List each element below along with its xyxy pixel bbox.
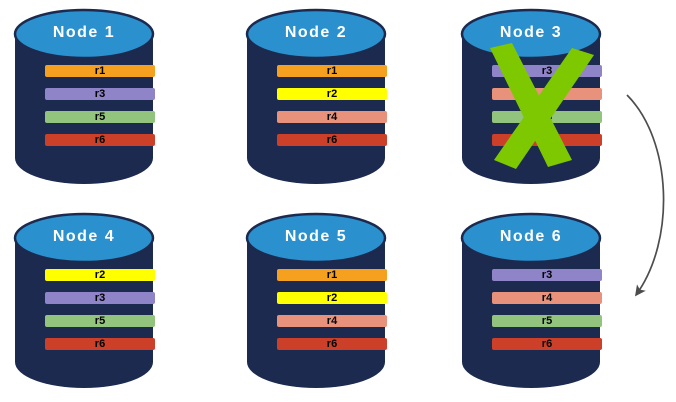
- replica-bar-label: r4: [326, 315, 338, 327]
- replica-bar-label: r6: [94, 134, 106, 146]
- replica-bar[interactable]: r1: [277, 65, 387, 77]
- replica-bar[interactable]: r5: [492, 315, 602, 327]
- replica-bar-label: r1: [326, 269, 338, 281]
- replica-bar[interactable]: r5: [45, 111, 155, 123]
- replica-bar-label: r5: [541, 315, 553, 327]
- replica-bar[interactable]: r6: [45, 134, 155, 146]
- replica-bar-label: r2: [326, 88, 338, 100]
- replica-bar-label: r1: [94, 65, 106, 77]
- replica-bar[interactable]: r5: [45, 315, 155, 327]
- replica-bar-label: r4: [326, 111, 338, 123]
- replica-bar[interactable]: r1: [277, 269, 387, 281]
- replica-bar[interactable]: r5: [492, 111, 602, 123]
- cylinder-top-ellipse: [13, 212, 155, 264]
- replica-bar-list: r1 r2 r4 r6: [277, 65, 387, 157]
- cylinder-top-ellipse: [245, 8, 387, 60]
- replica-bar-label: r3: [94, 88, 106, 100]
- replica-bar[interactable]: r2: [277, 292, 387, 304]
- replica-bar-list: r1 r3 r5 r6: [45, 65, 155, 157]
- replica-bar-list: r3 r4 r5 r6: [492, 65, 602, 157]
- replica-bar[interactable]: r2: [45, 269, 155, 281]
- replica-bar[interactable]: r4: [492, 88, 602, 100]
- replica-bar-label: r6: [94, 338, 106, 350]
- replica-bar-label: r2: [326, 292, 338, 304]
- replica-bar-list: r3 r4 r5 r6: [492, 269, 602, 361]
- replica-bar[interactable]: r6: [45, 338, 155, 350]
- replica-bar[interactable]: r6: [277, 134, 387, 146]
- replica-bar[interactable]: r4: [277, 315, 387, 327]
- cylinder-top-ellipse: [460, 8, 602, 60]
- replica-bar-list: r2 r3 r5 r6: [45, 269, 155, 361]
- replica-bar[interactable]: r6: [492, 134, 602, 146]
- cylinder-top-ellipse: [245, 212, 387, 264]
- replica-bar-label: r3: [94, 292, 106, 304]
- replica-bar[interactable]: r6: [277, 338, 387, 350]
- replica-bar[interactable]: r3: [492, 65, 602, 77]
- cylinder-top-ellipse: [13, 8, 155, 60]
- replica-bar-label: r1: [326, 65, 338, 77]
- replica-bar-label: r5: [94, 111, 106, 123]
- replica-bar-label: r3: [541, 65, 553, 77]
- replica-bar-label: r5: [541, 111, 553, 123]
- replica-bar-label: r2: [94, 269, 106, 281]
- replica-bar[interactable]: r3: [45, 88, 155, 100]
- replica-bar[interactable]: r2: [277, 88, 387, 100]
- replica-bar-list: r1 r2 r4 r6: [277, 269, 387, 361]
- replica-bar-label: r6: [326, 134, 338, 146]
- replica-bar-label: r3: [541, 269, 553, 281]
- replica-bar-label: r4: [541, 88, 553, 100]
- replica-bar[interactable]: r3: [492, 269, 602, 281]
- replica-bar[interactable]: r3: [45, 292, 155, 304]
- replica-bar[interactable]: r6: [492, 338, 602, 350]
- replica-bar[interactable]: r1: [45, 65, 155, 77]
- cylinder-top-ellipse: [460, 212, 602, 264]
- replica-bar[interactable]: r4: [492, 292, 602, 304]
- replica-bar-label: r6: [541, 338, 553, 350]
- replica-bar-label: r6: [541, 134, 553, 146]
- replica-bar-label: r6: [326, 338, 338, 350]
- replica-bar-label: r4: [541, 292, 553, 304]
- replica-bar-label: r5: [94, 315, 106, 327]
- replica-bar[interactable]: r4: [277, 111, 387, 123]
